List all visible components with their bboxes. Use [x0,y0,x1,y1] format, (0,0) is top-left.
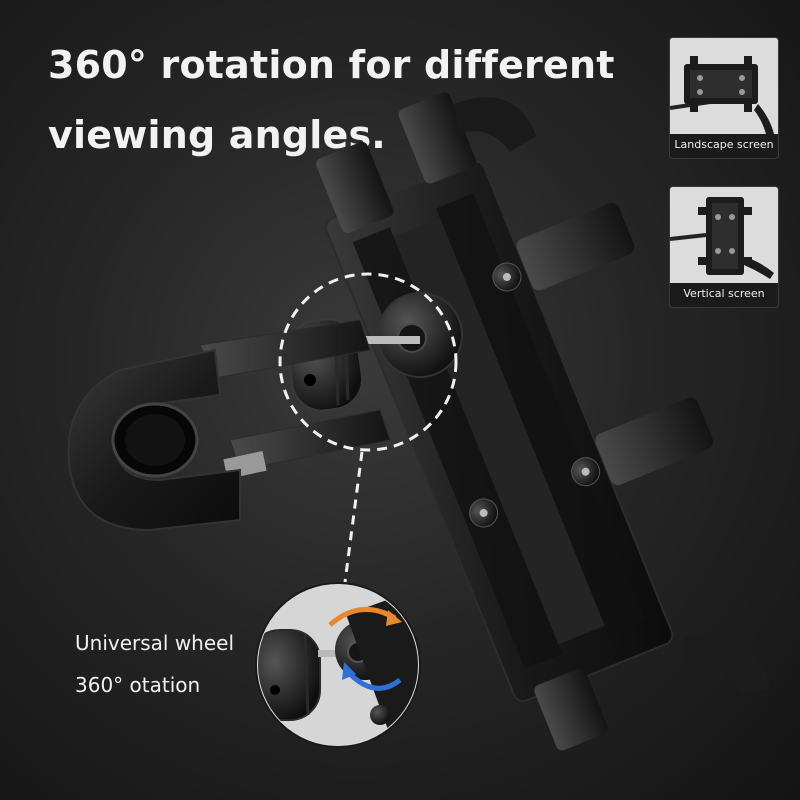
vertical-holder-image [670,187,778,283]
landscape-holder-image [670,38,778,134]
vertical-caption: Vertical screen [670,283,778,307]
vertical-thumbnail: Vertical screen [670,187,778,307]
headline-line-1: 360° rotation for different [48,43,615,87]
landscape-caption: Landscape screen [670,134,778,158]
callout-line-1: Universal wheel [75,631,235,655]
rotation-arrows [328,607,402,691]
callout-line-2: 360° otation [75,673,201,697]
dashed-zoom-circle [278,272,458,452]
headline: 360° rotation for different viewing angl… [48,30,615,170]
universal-wheel-callout: Universal wheel 360° otation [75,622,234,706]
headline-line-2: viewing angles. [48,113,386,157]
landscape-thumbnail: Landscape screen [670,38,778,158]
